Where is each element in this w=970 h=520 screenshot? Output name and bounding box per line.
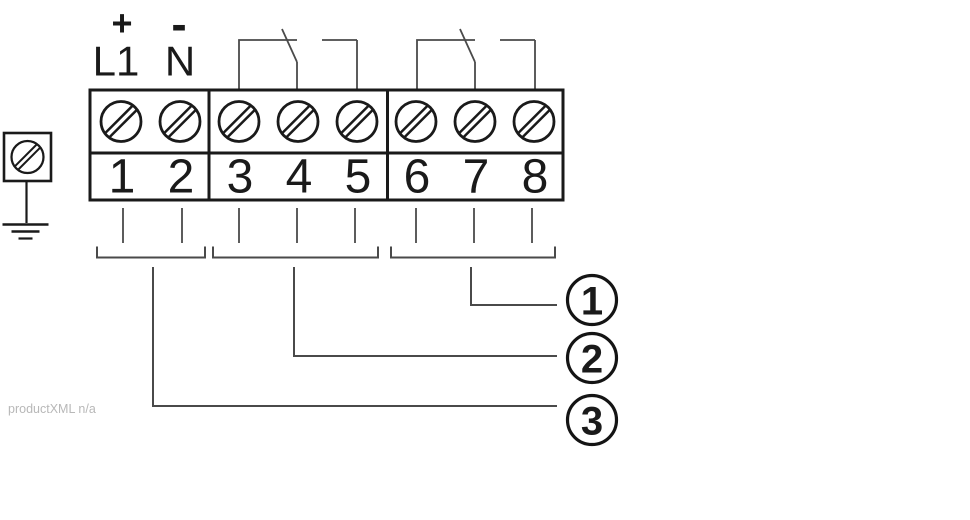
callout-number: 2 [581,338,603,382]
terminal-number: 4 [286,151,313,204]
callout-number: 3 [581,400,603,444]
connector-to-callout-2 [293,267,557,357]
connector-to-callout-3 [152,267,557,407]
polarity-plus-label: + [111,3,132,44]
callout-connectors [152,267,557,407]
callout-1: 1 [565,273,619,327]
terminal-lead-ticks [122,208,533,243]
contact-blade [459,28,476,63]
terminal-number: 6 [404,151,431,204]
relay-contact-icon [238,28,358,90]
connector-to-callout-1 [470,267,557,306]
neutral-n-label: N [165,38,195,85]
bracket-terminals-6-8 [390,246,556,259]
callout-circle [565,393,619,447]
earth-ground-icon [2,223,49,240]
callout-circle [565,331,619,385]
contact-common-lead [416,39,475,90]
terminal-number: 8 [522,151,549,204]
callout-number: 1 [581,280,603,324]
terminal-block-outline [88,88,565,202]
line-l1-label: L1 [93,38,140,85]
relay-contact-icon [416,28,536,90]
earth-ground-terminal [2,131,53,240]
terminal-number: 7 [463,151,490,204]
watermark-text: productXML n/a [8,402,96,416]
callout-2: 2 [565,331,619,385]
bracket-terminals-1-2 [96,246,206,259]
contact-common-lead [238,39,297,90]
polarity-minus-label: - [171,0,186,50]
terminal-block: 1 2 3 4 5 6 7 8 [88,88,565,204]
contact-blade [281,28,298,63]
callout-circle [565,273,619,327]
terminal-number: 1 [109,151,136,204]
group-brackets [96,246,556,259]
bracket-terminals-3-5 [212,246,379,259]
terminal-number: 5 [345,151,372,204]
terminal-number: 3 [227,151,254,204]
terminal-number: 2 [168,151,195,204]
callout-3: 3 [565,393,619,447]
